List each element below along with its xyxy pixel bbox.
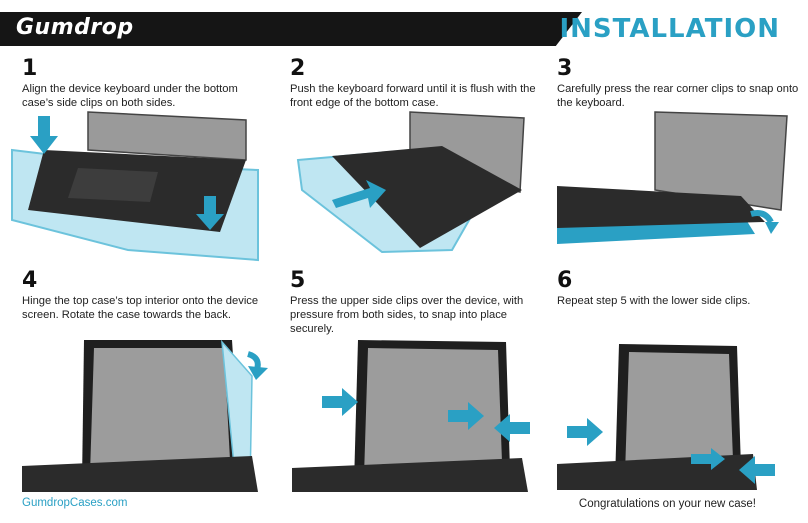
brand-logo: Gumdrop [16, 15, 134, 40]
step-text: Carefully press the rear corner clips to… [557, 83, 799, 109]
step-3: 3 Carefully press the rear corner clips … [557, 58, 807, 110]
arrow-right-icon [448, 402, 484, 430]
arrow-left-icon [332, 180, 386, 208]
step-1: 1 Align the device keyboard under the bo… [22, 58, 272, 110]
step-2-illustration [296, 111, 525, 254]
step-text: Align the device keyboard under the bott… [22, 83, 238, 109]
arrow-left-icon [739, 456, 775, 484]
step-number: 4 [22, 268, 38, 293]
step-text: Hinge the top case’s top interior onto t… [22, 295, 259, 321]
header-banner [0, 12, 582, 46]
step-6-illustration [557, 344, 775, 490]
website-link[interactable]: GumdropCases.com [22, 497, 128, 509]
step-2: 2 Push the keyboard forward until it is … [290, 58, 540, 110]
arrow-left-icon [494, 414, 530, 442]
step-number: 6 [557, 268, 573, 293]
arrow-right-icon [322, 388, 358, 416]
step-number: 2 [290, 56, 306, 81]
step-number: 5 [290, 268, 306, 293]
step-text: Press the upper side clips over the devi… [290, 295, 524, 335]
page-title: INSTALLATION [559, 14, 780, 44]
step-text: Repeat step 5 with the lower side clips. [557, 295, 751, 307]
arrow-down-icon [196, 196, 224, 230]
rotate-arrow-icon [750, 210, 779, 234]
arrow-down-icon [30, 116, 58, 154]
step-number: 3 [557, 56, 573, 81]
rotate-arrow-icon [247, 351, 268, 380]
arrow-right-icon [567, 418, 603, 446]
congratulations-message: Congratulations on your new case! [578, 498, 756, 510]
step-1-illustration [11, 111, 259, 262]
step-4: 4 Hinge the top case’s top interior onto… [22, 270, 272, 322]
step-4-illustration [22, 339, 268, 492]
step-number: 1 [22, 56, 38, 81]
step-5: 5 Press the upper side clips over the de… [290, 270, 540, 336]
arrow-right-icon [691, 448, 725, 470]
step-text: Push the keyboard forward until it is fl… [290, 83, 536, 109]
step-6: 6 Repeat step 5 with the lower side clip… [557, 270, 807, 308]
step-3-illustration [557, 111, 788, 244]
step-5-illustration [292, 340, 530, 492]
